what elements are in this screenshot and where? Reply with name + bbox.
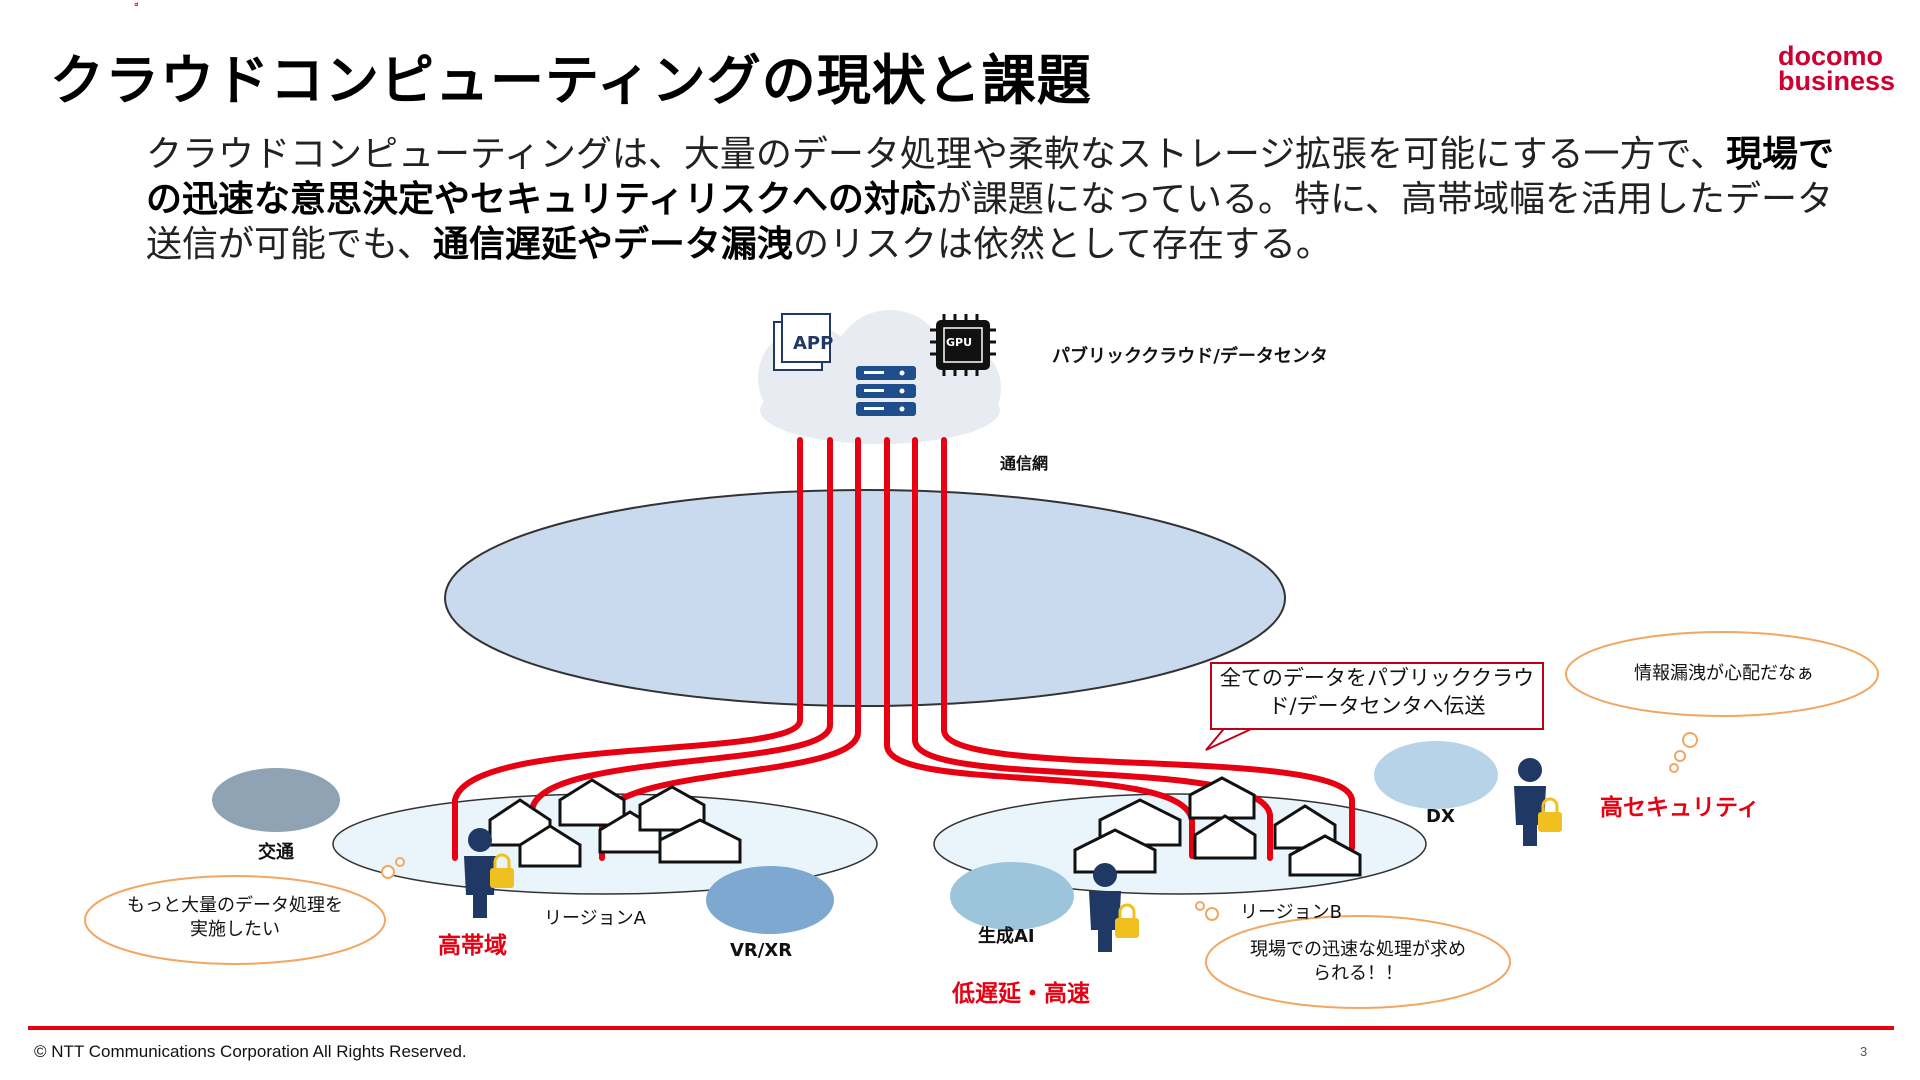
low-latency-label: 低遅延・高速	[952, 981, 1090, 1007]
thought-bubble-b-shape	[1195, 901, 1511, 1009]
houses-region-a	[488, 778, 742, 868]
genai-photo	[950, 862, 1074, 930]
person-region-b-icon	[1089, 863, 1139, 952]
person-region-a-icon	[464, 828, 514, 918]
person-security-icon	[1514, 758, 1562, 846]
logo-line-docomo: docomo	[1778, 41, 1883, 71]
region-b-label: リージョンB	[1240, 902, 1342, 923]
network-label: 通信網	[1000, 454, 1049, 473]
gpu-icon-label: GPU	[946, 336, 973, 349]
high-bandwidth-label: 高帯域	[438, 933, 507, 959]
docomo-business-logo: docomo business	[1778, 41, 1896, 96]
houses-region-b	[1073, 776, 1362, 877]
thought-bubble-security-shape	[1565, 631, 1879, 773]
server-icon	[856, 366, 916, 416]
traffic-photo	[212, 768, 340, 832]
network-ellipse	[444, 489, 1286, 707]
thought-bubble-a: もっと大量のデータ処理を実施したい	[127, 895, 343, 940]
high-security-label: 高セキュリティ	[1600, 795, 1760, 821]
dx-label: DX	[1426, 806, 1455, 827]
red-line-4	[884, 437, 1195, 859]
genai-label: 生成AI	[978, 926, 1035, 947]
page-number: 3	[1860, 1044, 1868, 1059]
traffic-label: 交通	[258, 842, 294, 863]
docomo-logo-mark	[134, 2, 138, 7]
footer-divider	[28, 1026, 1894, 1030]
vrxr-photo	[706, 866, 834, 934]
intro-paragraph: クラウドコンピューティングは、大量のデータ処理や柔軟なストレージ拡張を可能にする…	[146, 132, 1836, 267]
intro-bold-2: 通信遅延やデータ漏洩	[432, 224, 793, 265]
logo-line-business: business	[1778, 66, 1896, 96]
dx-photo	[1374, 741, 1498, 809]
callout-pointer	[1205, 723, 1263, 751]
app-icon-label: APP	[793, 333, 834, 354]
cloud-label: パブリッククラウド/データセンタ	[1052, 346, 1328, 367]
intro-bold-1: 現場での迅速な意思決定やセキュリティリスクへの対応	[146, 134, 1835, 220]
intro-text-3: のリスクは依然として存在する。	[792, 224, 1332, 265]
region-a-label: リージョンA	[544, 908, 646, 929]
red-line-6	[941, 437, 1355, 851]
intro-text-2: が課題になっている。特に、高帯域幅を活用したデータ送信が可能でも、	[146, 179, 1833, 265]
thought-bubble-security: 情報漏洩が心配だなぁ	[1634, 663, 1814, 684]
callout-box: 全てのデータをパブリッククラウド/データセンタへ伝送	[1210, 662, 1544, 730]
red-line-1	[452, 437, 803, 861]
thought-bubble-a-shape	[84, 857, 405, 965]
intro-text-1: クラウドコンピューティングは、大量のデータ処理や柔軟なストレージ拡張を可能にする…	[146, 134, 1727, 175]
gpu-chip-icon	[930, 314, 996, 376]
app-icon	[773, 313, 831, 371]
red-line-5	[912, 437, 1273, 861]
page-title: クラウドコンピューティングの現状と課題	[50, 49, 1092, 112]
vrxr-label: VR/XR	[730, 940, 793, 961]
thought-bubble-b: 現場での迅速な処理が求められる！！	[1250, 939, 1466, 984]
red-line-2	[529, 437, 833, 863]
copyright: © NTT Communications Corporation All Rig…	[34, 1042, 467, 1061]
